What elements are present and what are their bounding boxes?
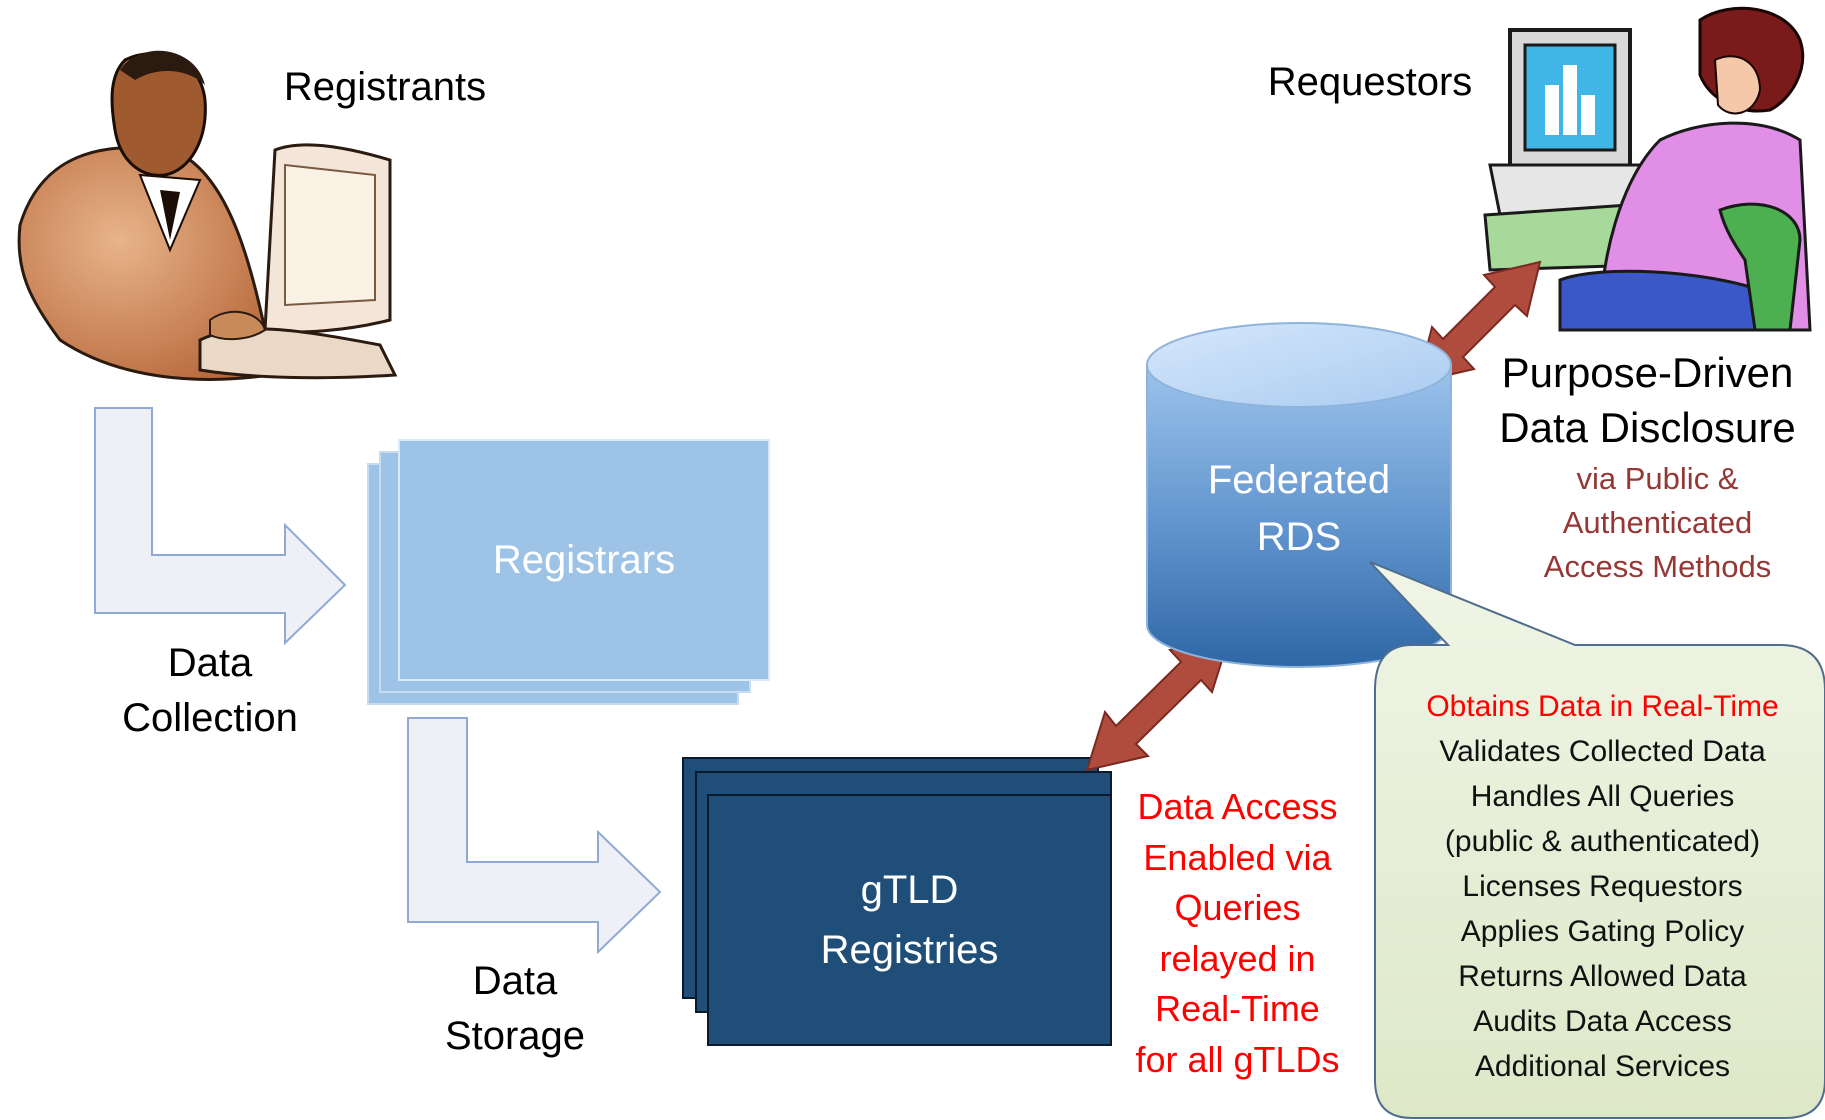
registries-label: gTLD Registries xyxy=(708,855,1111,985)
data-collection-arrow xyxy=(94,407,347,646)
registrars-label: Registrars xyxy=(492,537,676,582)
callout-item: Licenses Requestors xyxy=(1462,870,1743,903)
disclosure-methods-line3: Access Methods xyxy=(1543,549,1772,584)
data-access-label: Data Access Enabled via Queries relayed … xyxy=(1115,782,1360,1085)
disclosure-title: Purpose-Driven Data Disclosure xyxy=(1475,345,1820,455)
rds-line1: Federated xyxy=(1207,458,1391,502)
services-callout-bubble xyxy=(1369,561,1825,1119)
data-storage-label: Data Storage xyxy=(415,954,615,1064)
registrars-box xyxy=(398,439,770,681)
registries-stack xyxy=(682,757,1112,1046)
registries-line1: gTLD xyxy=(860,868,959,912)
data-storage-line1: Data xyxy=(472,959,558,1003)
registrant-person-icon xyxy=(17,50,398,381)
disclosure-methods: via Public & Authenticated Access Method… xyxy=(1490,457,1825,589)
services-callout-text: Obtains Data in Real-Time Validates Coll… xyxy=(1380,684,1825,1089)
disclosure-methods-line2: Authenticated xyxy=(1562,505,1753,540)
requestors-label: Requestors xyxy=(1267,60,1473,104)
callout-item: Applies Gating Policy xyxy=(1460,915,1745,948)
requestor-person-icon xyxy=(1483,6,1812,332)
callout-item: (public & authenticated) xyxy=(1444,825,1761,858)
disclosure-title-line2: Data Disclosure xyxy=(1499,404,1796,451)
federated-rds-cylinder xyxy=(1146,322,1452,668)
registries-line2: Registries xyxy=(820,928,999,972)
rds-requestors-arrow xyxy=(1416,260,1542,384)
callout-item: Handles All Queries xyxy=(1470,780,1735,813)
data-access-line2: Enabled via xyxy=(1143,836,1332,878)
data-collection-line1: Data xyxy=(167,641,253,685)
registrants-label: Registrants xyxy=(283,65,487,109)
data-access-line6: for all gTLDs xyxy=(1135,1038,1340,1080)
data-collection-line2: Collection xyxy=(122,696,298,740)
callout-highlight: Obtains Data in Real-Time xyxy=(1426,690,1779,723)
data-access-line4: relayed in xyxy=(1159,937,1316,979)
disclosure-title-line1: Purpose-Driven xyxy=(1501,349,1794,396)
registries-box xyxy=(707,794,1112,1046)
data-access-line5: Real-Time xyxy=(1155,988,1320,1029)
disclosure-methods-line1: via Public & xyxy=(1576,461,1739,496)
callout-item: Additional Services xyxy=(1474,1050,1731,1083)
callout-item: Validates Collected Data xyxy=(1439,735,1766,768)
callout-item: Audits Data Access xyxy=(1473,1005,1732,1038)
callout-item: Returns Allowed Data xyxy=(1458,960,1747,993)
data-storage-arrow xyxy=(407,717,662,955)
rds-line2: RDS xyxy=(1256,515,1342,559)
data-access-line3: Queries xyxy=(1174,887,1301,928)
rds-label: Federated RDS xyxy=(1147,452,1451,566)
data-storage-line2: Storage xyxy=(444,1014,586,1058)
data-access-line1: Data Access xyxy=(1137,786,1338,827)
registrars-stack xyxy=(367,439,770,705)
data-collection-label: Data Collection xyxy=(100,636,320,746)
